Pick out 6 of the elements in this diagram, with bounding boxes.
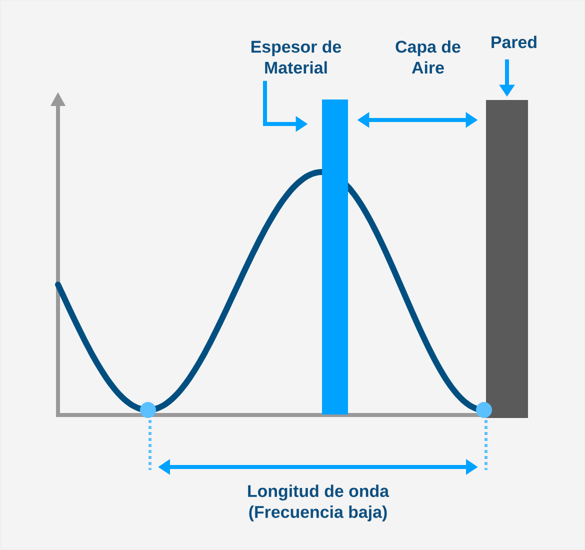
wall-block [486, 100, 528, 418]
label-text: Capa de Aire [396, 40, 460, 74]
label-text: Espesor de Material [252, 40, 342, 74]
label-text: Pared [492, 36, 536, 48]
material-bar [322, 99, 348, 414]
label-text: Longitud de onda (Frecuencia baja) [248, 484, 390, 522]
